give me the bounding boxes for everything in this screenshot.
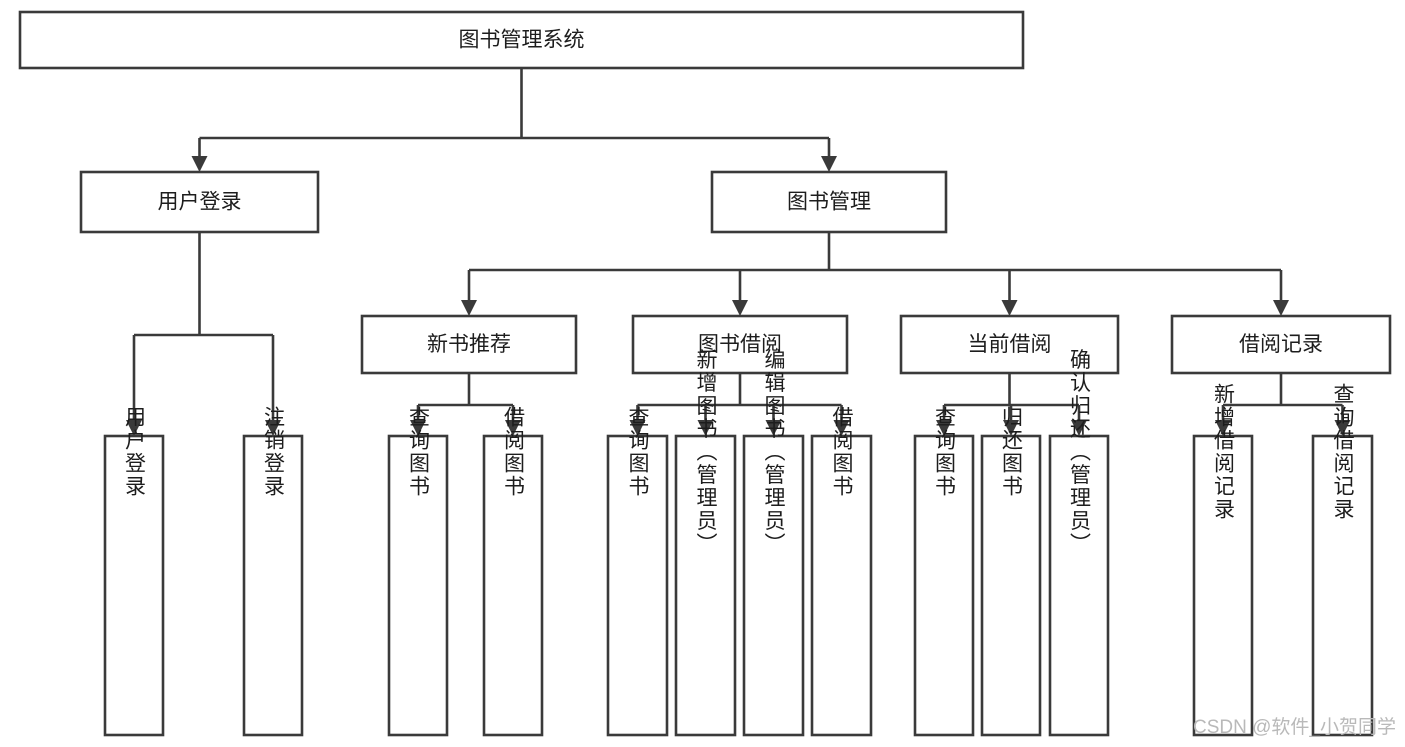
node-label: 图书借阅 [698, 333, 782, 356]
node-label: 用户登录 [158, 191, 242, 214]
node-label: 查询图书 [407, 406, 431, 498]
node-box [674, 434, 737, 737]
node-box [387, 434, 449, 737]
node-e5bd93e5898de5809fe99885[interactable]: 当前借阅 [899, 314, 1120, 375]
node-label: 当前借阅 [968, 333, 1052, 356]
node-box [710, 170, 948, 234]
arrow-head-icon [191, 156, 208, 172]
node-e696b0e5a29ee5809fe99885[interactable]: 新增借阅记录 [1192, 383, 1254, 737]
node-label: 查询图书 [933, 406, 957, 498]
node-e7a1aee8aea4e5bd92e8bf98[interactable]: 确认归还（管理员） [1048, 349, 1110, 737]
node-e69fa5e8afa2e5809fe99885[interactable]: 查询借阅记录 [1311, 383, 1374, 737]
node-e59bbee4b9a6e5809fe99885[interactable]: 图书借阅 [631, 314, 849, 375]
node-book-management[interactable]: 图书管理 [710, 170, 948, 234]
node-e5809fe99885e59bbee4b9a6[interactable]: 借阅图书 [482, 406, 544, 737]
arrow-head-icon [265, 420, 281, 436]
arrow-head-icon [821, 156, 837, 172]
node-box [980, 434, 1042, 737]
node-e5bd92e8bf98e59bbee4b9a6[interactable]: 归还图书 [980, 406, 1042, 737]
node-box [79, 170, 320, 234]
node-label: 图书管理系统 [459, 29, 585, 52]
arrow-head-icon [936, 420, 952, 436]
node-box [810, 434, 873, 737]
arrow-head-icon [629, 420, 646, 436]
arrow-head-icon [1071, 420, 1087, 436]
node-box [103, 434, 165, 737]
node-box [1048, 434, 1110, 737]
node-e7bc96e8be91e59bbee4b9a6[interactable]: 编辑图书（管理员） [742, 349, 805, 737]
node-e69fa5e8afa2e59bbee4b9a6[interactable]: 查询图书 [387, 406, 449, 737]
node-e69fa5e8afa2e59bbee4b9a6[interactable]: 查询图书 [913, 406, 975, 737]
arrow-head-icon [505, 420, 521, 436]
arrow-head-icon [410, 420, 426, 436]
node-box [482, 434, 544, 737]
node-label: 查询借阅记录 [1331, 383, 1355, 521]
node-label: 确认归还（管理员） [1068, 349, 1092, 556]
node-box [899, 314, 1120, 375]
node-e5809fe99885e8aeb0e5bd95[interactable]: 借阅记录 [1170, 314, 1392, 375]
arrow-head-icon [126, 420, 142, 436]
node-box [242, 434, 304, 737]
arrow-head-icon [833, 420, 850, 436]
node-label: 借阅图书 [502, 406, 526, 498]
node-layer: 图书管理系统用户登录图书管理用户登录注销登录新书推荐查询图书借阅图书图书借阅查询… [18, 10, 1392, 737]
arrow-head-icon [1001, 300, 1018, 316]
connector-layer [126, 68, 1351, 436]
arrow-head-icon [1273, 300, 1289, 316]
node-label: 注销登录 [262, 406, 286, 498]
node-label: 新增图书（管理员） [694, 349, 718, 556]
node-e794a8e688b7e799bbe5bd95[interactable]: 用户登录 [103, 406, 165, 737]
node-box [631, 314, 849, 375]
node-root-system[interactable]: 图书管理系统 [18, 10, 1025, 70]
node-box [1192, 434, 1254, 737]
node-user-login[interactable]: 用户登录 [79, 170, 320, 234]
node-label: 借阅记录 [1239, 333, 1323, 356]
arrow-head-icon [1334, 420, 1351, 436]
node-e69fa5e8afa2e59bbee4b9a6[interactable]: 查询图书 [606, 406, 669, 737]
arrow-head-icon [1003, 420, 1019, 436]
arrow-head-icon [697, 420, 714, 436]
node-e6b3a8e99480e799bbe5bd95[interactable]: 注销登录 [242, 406, 304, 737]
node-label: 图书管理 [787, 191, 871, 214]
node-box [1311, 434, 1374, 737]
arrow-head-icon [461, 300, 477, 316]
node-box [742, 434, 805, 737]
node-label: 编辑图书（管理员） [762, 349, 786, 556]
node-box [606, 434, 669, 737]
node-box [913, 434, 975, 737]
node-label: 新增借阅记录 [1212, 383, 1236, 521]
watermark-label: CSDN @软件_小贺同学 [1193, 716, 1396, 738]
node-box [360, 314, 578, 375]
node-box [18, 10, 1025, 70]
arrow-head-icon [732, 300, 748, 316]
node-e696b0e4b9a6e68ea8e88d90[interactable]: 新书推荐 [360, 314, 578, 375]
arrow-head-icon [765, 420, 782, 436]
node-e696b0e5a29ee59bbee4b9a6[interactable]: 新增图书（管理员） [674, 349, 737, 737]
node-label: 借阅图书 [830, 406, 854, 498]
node-label: 新书推荐 [427, 333, 511, 356]
node-label: 归还图书 [1000, 406, 1024, 498]
node-box [1170, 314, 1392, 375]
node-label: 用户登录 [123, 406, 147, 498]
node-e5809fe99885e59bbee4b9a6[interactable]: 借阅图书 [810, 406, 873, 737]
arrow-head-icon [1215, 420, 1231, 436]
node-label: 查询图书 [626, 406, 650, 498]
